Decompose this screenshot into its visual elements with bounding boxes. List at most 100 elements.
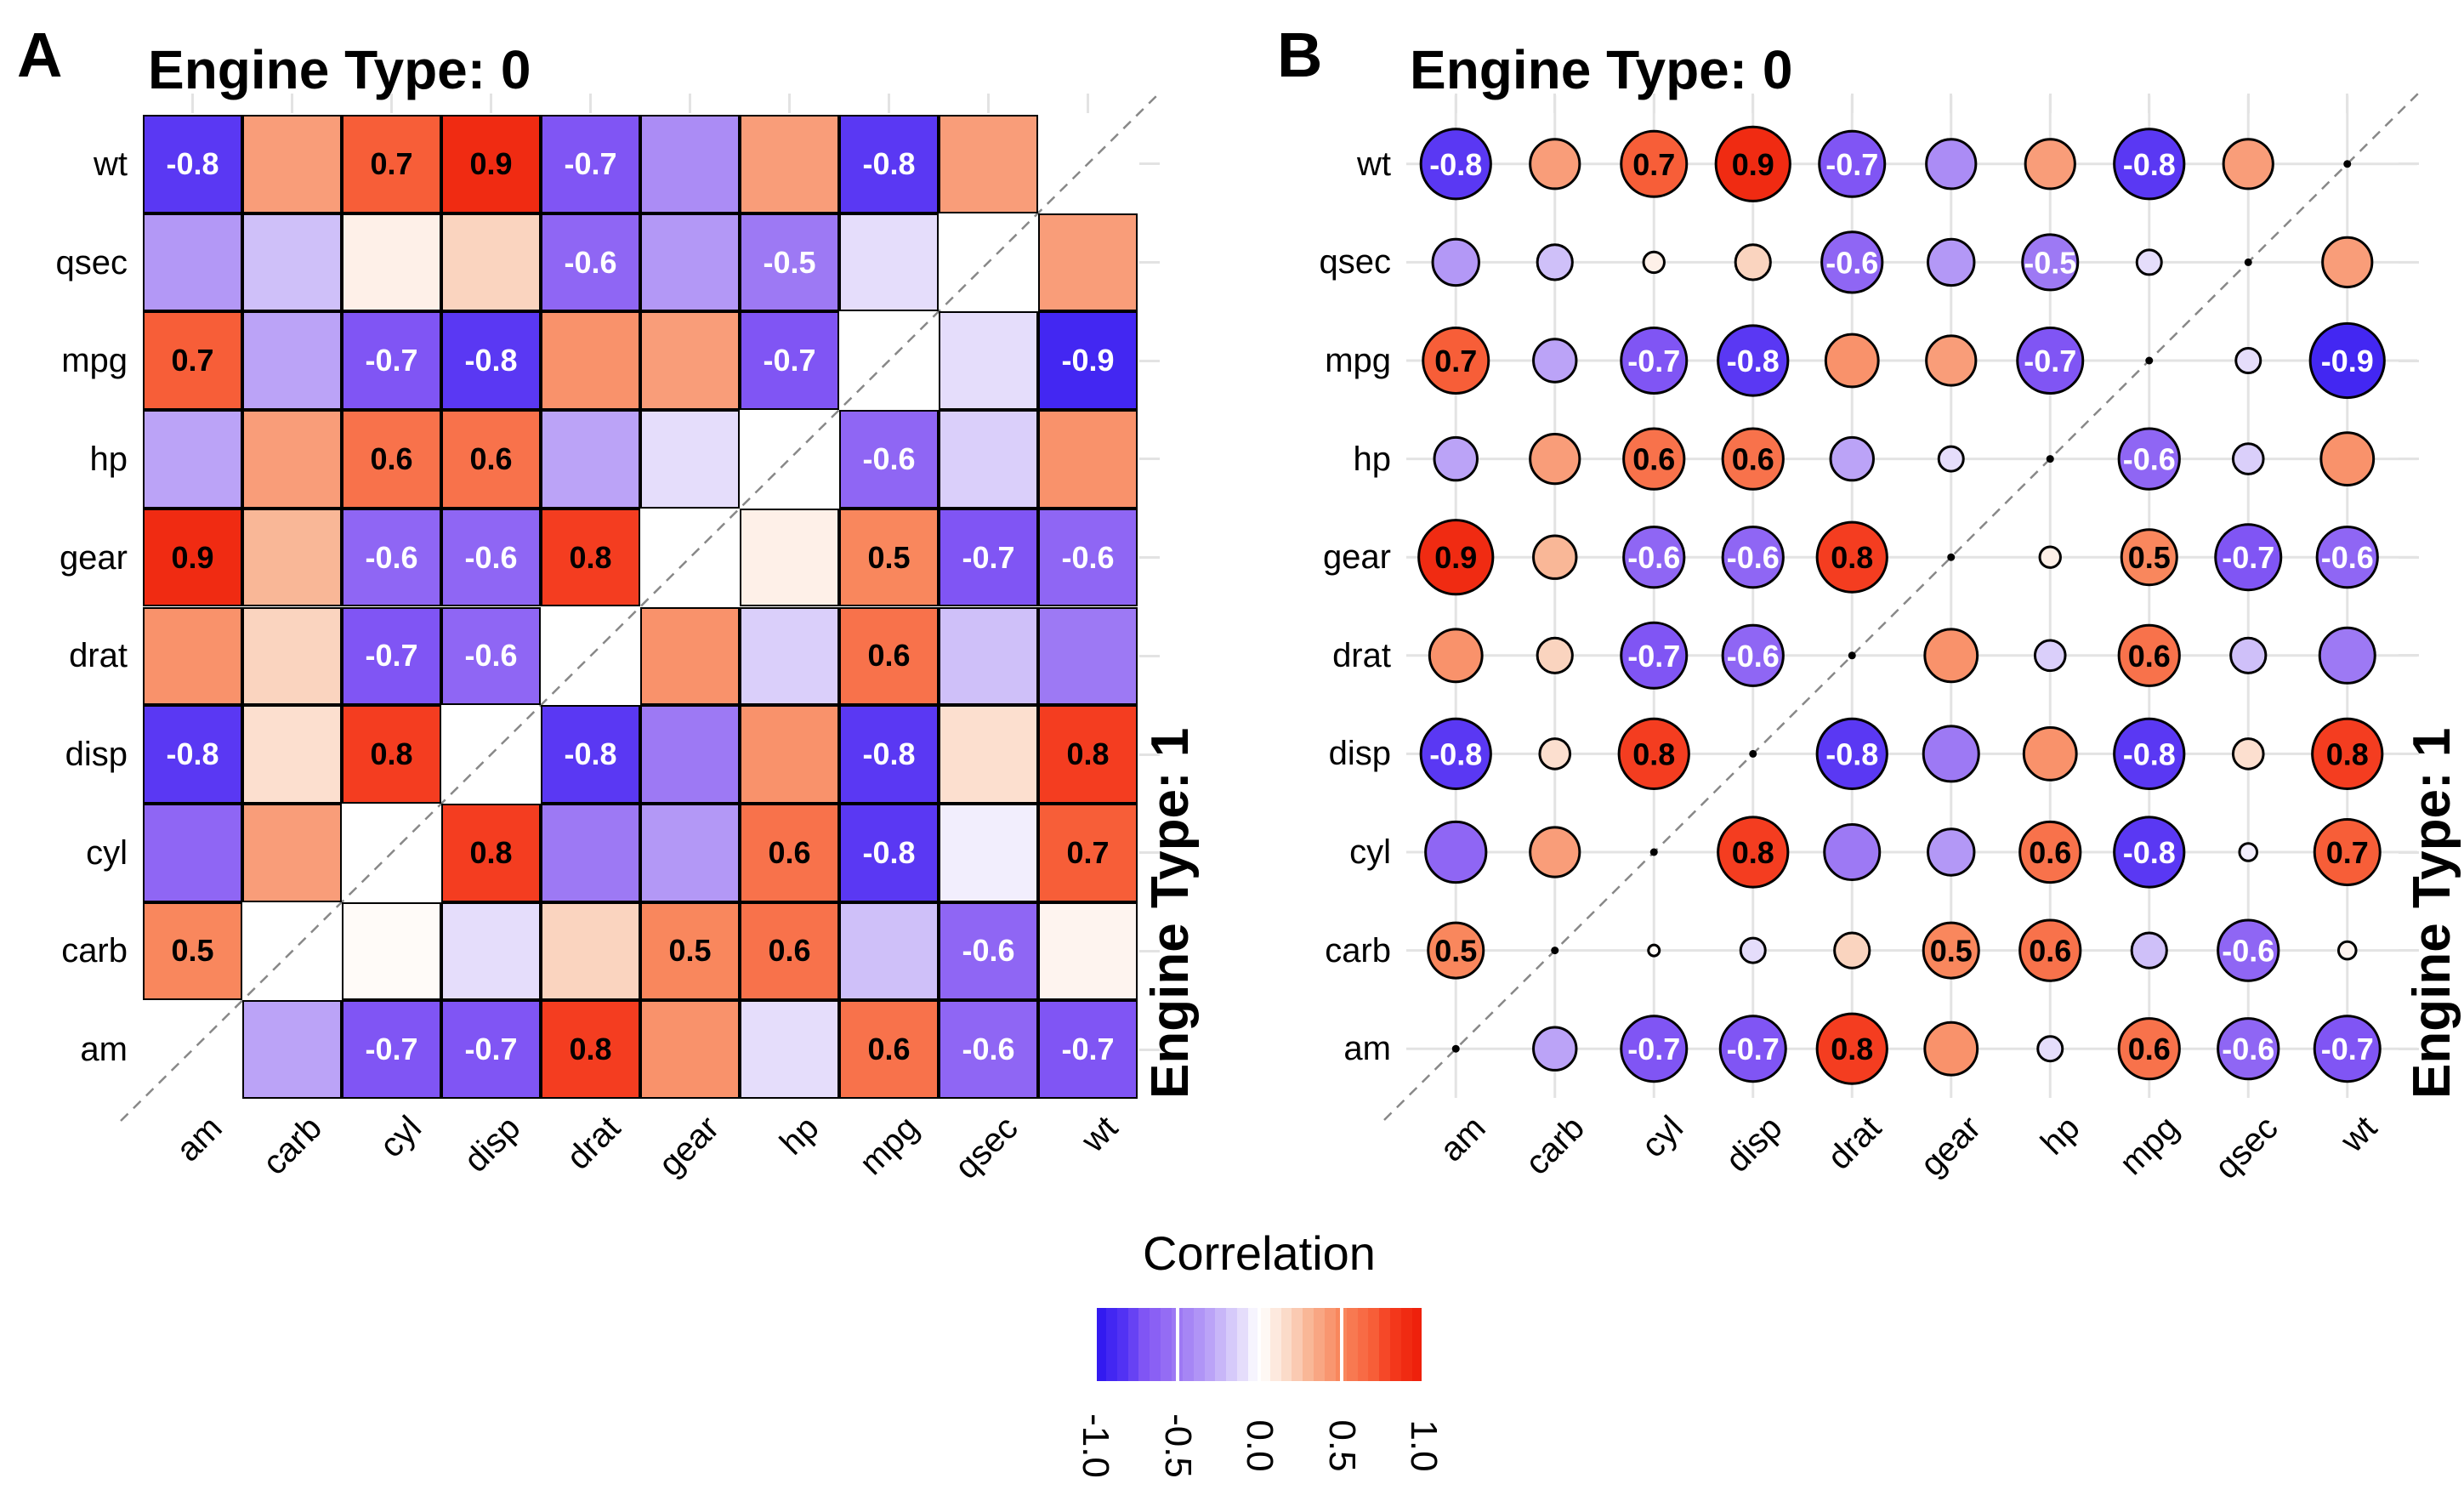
legend-color-step [1325,1308,1336,1381]
matrix-cell: -0.6 [1038,508,1138,607]
grid-tick [1553,94,1557,113]
correlation-value-label: -0.9 [2321,344,2374,378]
x-axis-label-hp: hp [2033,1109,2087,1163]
matrix-cell: -0.8 [143,115,242,213]
correlation-bubble [1647,943,1661,958]
correlation-bubble [1529,433,1581,486]
matrix-cell [839,213,939,312]
y-axis-label-cyl: cyl [86,833,128,872]
correlation-value-label: 0.6 [867,1032,911,1067]
matrix-cell [740,115,839,213]
correlation-bubble [2231,442,2265,475]
correlation-value-label: -0.7 [564,145,617,181]
correlation-value-label: -0.6 [365,539,418,575]
correlation-bubble [1620,327,1689,395]
correlation-bubble [1536,243,1574,281]
x-axis-label-am: am [1432,1109,1493,1169]
correlation-bubble [2036,1035,2064,1063]
grid-tick [2399,458,2419,461]
y-axis-label-wt: wt [94,145,128,183]
grid-tick [2399,555,2419,559]
grid-tick [1751,94,1755,113]
correlation-value-label: -0.6 [2222,1032,2274,1066]
y-axis-label-disp: disp [65,736,128,774]
correlation-bubble [1536,636,1574,674]
correlation-bubble [1538,737,1572,770]
grid-tick [1139,162,1160,166]
correlation-value-label: -0.7 [1627,1032,1680,1066]
correlation-value-label: -0.6 [1825,245,1878,280]
correlation-bubble [2321,236,2374,288]
matrix-cell [640,311,740,411]
x-axis-label-gear: gear [651,1109,727,1184]
correlation-bubble [1937,445,1965,473]
matrix-cell: 0.6 [441,410,541,509]
matrix-cell: 0.7 [1038,803,1138,902]
correlation-bubble [1721,526,1785,589]
correlation-value-label: -0.6 [962,933,1015,969]
matrix-cell: -0.8 [839,803,939,902]
matrix-cell-diagonal [143,1000,242,1099]
matrix-cell [242,803,342,902]
correlation-value-label: 0.7 [1066,834,1110,870]
legend-color-step [1193,1308,1205,1381]
matrix-cell [640,410,740,509]
grid-tick [1850,94,1854,113]
grid-tick [2399,1047,2419,1050]
correlation-bubble [1428,628,1484,684]
correlation-value-label: -0.7 [1061,1032,1115,1067]
correlation-bubble [2117,1017,2181,1081]
correlation-bubble [1717,816,1790,889]
legend-tick-label: -1.0 [1075,1413,1116,1478]
correlation-value-label: -0.6 [962,1032,1015,1067]
matrix-cell [1038,410,1138,509]
matrix-cell [640,606,740,706]
correlation-bubble [1923,1021,1979,1077]
correlation-value-label: -0.8 [2123,736,2176,771]
correlation-bubble [1424,820,1488,884]
correlation-value-label: -0.8 [2123,147,2176,182]
correlation-bubble [2231,737,2265,770]
matrix-cell [939,115,1038,213]
matrix-cell [839,901,939,1001]
correlation-value-label: -0.8 [2123,835,2176,870]
panel-b-tag: B [1277,20,1323,90]
x-axis-label-am: am [169,1109,230,1169]
correlation-value-label: 0.8 [2326,736,2369,771]
grid-tick [1087,94,1089,113]
grid-tick [291,94,293,113]
correlation-bubble [1419,128,1492,201]
grid-tick [1139,458,1160,461]
correlation-value-label: 0.8 [1732,835,1774,870]
x-axis-label-wt: wt [1074,1109,1125,1160]
correlation-value-label: 0.6 [1732,442,1774,477]
correlation-bubble [1815,1012,1888,1085]
correlation-value-label: -0.7 [763,343,816,378]
correlation-value-label: -0.6 [1627,540,1680,575]
correlation-value-label: 0.5 [171,933,214,969]
diagonal-dot [1649,848,1658,856]
x-axis-label-drat: drat [559,1109,627,1177]
legend-color-step [1127,1308,1139,1381]
legend-color-step [1292,1308,1303,1381]
x-axis-label-disp: disp [1718,1109,1790,1180]
correlation-bubble [1620,621,1689,690]
correlation-bubble [1818,129,1887,198]
matrix-cell [640,213,740,312]
legend-colorbar [1095,1308,1423,1381]
matrix-cell [1038,901,1138,1001]
y-axis-label-drat: drat [69,637,128,675]
matrix-cell [740,508,839,607]
grid-tick [1139,1048,1160,1051]
matrix-cell: -0.7 [441,1000,541,1099]
correlation-value-label: 0.6 [768,933,811,969]
correlation-value-label: 0.9 [1434,540,1477,575]
correlation-bubble [1532,338,1578,384]
correlation-value-label: -0.8 [1727,344,1780,378]
grid-tick [987,94,990,113]
matrix-cell-diagonal [939,213,1038,312]
grid-tick [2399,260,2419,264]
panel-b-right-strip-label: Engine Type: 1 [2403,727,2461,1099]
correlation-value-label: -0.7 [2321,1032,2374,1066]
correlation-value-label: -0.7 [2222,540,2274,575]
